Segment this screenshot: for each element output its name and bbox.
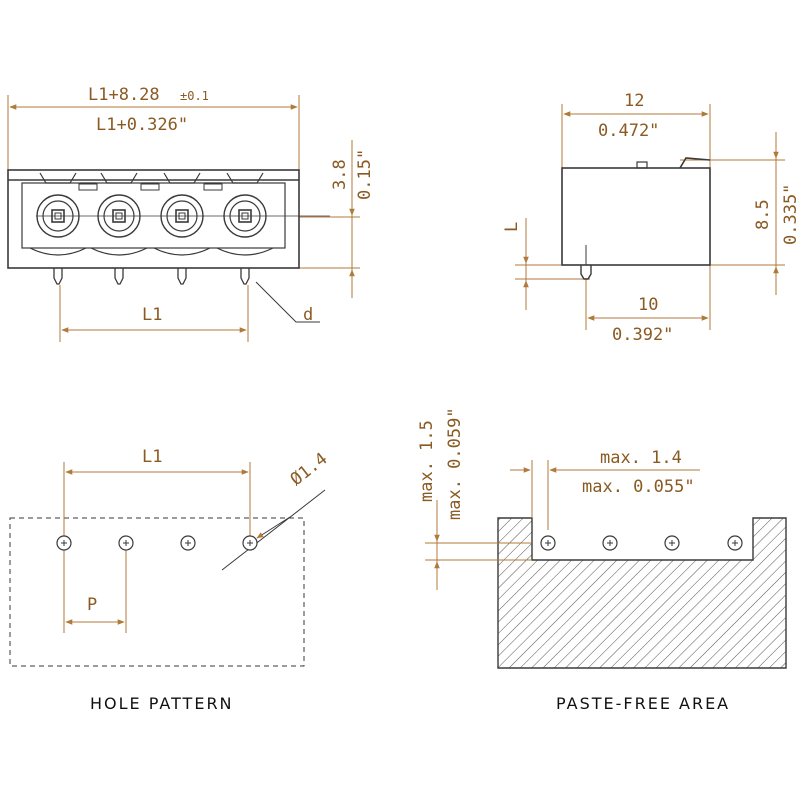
paste-h-in: max. 0.055" (582, 477, 695, 497)
clamp-bottom-arc (216, 247, 274, 256)
clamp-top-tab (39, 172, 77, 184)
hole-pitch-label: P (87, 595, 97, 615)
clamp-bottom-arc (90, 247, 148, 256)
overall-tolerance: ±0.1 (180, 89, 209, 103)
height-in: 0.15" (355, 149, 375, 200)
pin-leader-line (255, 281, 320, 323)
hole-pattern-board-outline (9, 517, 305, 667)
pin (240, 268, 250, 285)
pin-length-label: L (502, 222, 522, 232)
paste-hole-group (540, 535, 743, 551)
paste-free-caption: PASTE-FREE AREA (556, 694, 730, 713)
hole-span-label: L1 (142, 447, 162, 467)
side-base-in: 0.392" (612, 325, 673, 345)
clamp-top-tab (163, 172, 201, 184)
side-base-mm: 10 (638, 295, 658, 315)
side-width-in: 0.472" (598, 121, 659, 141)
paste-hole-cross-icon (545, 540, 551, 546)
pin-label: d (303, 305, 313, 325)
partition-block (78, 183, 98, 191)
hole-diameter-label: Ø1.4 (287, 449, 332, 490)
side-housing (561, 157, 711, 266)
paste-hole-cross-icon (732, 540, 738, 546)
partition-block (140, 183, 160, 191)
partition-block (203, 183, 223, 191)
hole-cross-icon (123, 540, 129, 546)
clamp-bottom-arc (29, 247, 87, 256)
paste-free-hatched-area (497, 517, 787, 669)
overall-length-in: L1+0.326" (96, 115, 188, 135)
clamp-top-tab (100, 172, 138, 184)
side-height-mm: 8.5 (753, 199, 773, 230)
hole-diameter-leader (221, 489, 326, 571)
paste-free-view: max. 1.4 max. 0.055" max. 1.5 max. 0.059… (417, 407, 787, 713)
side-pin (580, 265, 592, 280)
paste-hole-cross-icon (669, 540, 675, 546)
paste-v-in: max. 0.059" (445, 407, 465, 520)
pin (114, 268, 124, 285)
paste-h-mm: max. 1.4 (600, 448, 682, 468)
pin (177, 268, 187, 285)
paste-v-mm: max. 1.5 (417, 420, 437, 502)
clamp-bottom-arc (153, 247, 211, 256)
overall-length-mm: L1+8.28 (88, 85, 160, 105)
pin (53, 268, 63, 285)
pitch-span-label: L1 (142, 305, 162, 325)
hole-cross-icon (61, 540, 67, 546)
front-view: L1+8.28 ±0.1 L1+0.326" L1 d 3.8 0.15" (7, 85, 375, 342)
hole-diameter-arrow (256, 516, 291, 539)
hole-pattern-caption: HOLE PATTERN (90, 694, 234, 713)
hole-group (56, 535, 258, 551)
side-height-in: 0.335" (781, 184, 800, 245)
side-width-mm: 12 (624, 91, 644, 111)
clamp-group (29, 172, 330, 285)
height-mm: 3.8 (330, 159, 350, 190)
paste-hole-cross-icon (607, 540, 613, 546)
hole-cross-icon (185, 540, 191, 546)
side-view: 12 0.472" 10 0.392" 8.5 0.335" L (502, 91, 800, 345)
clamp-top-tab (226, 172, 264, 184)
hole-cross-icon (247, 540, 253, 546)
connector-housing (7, 169, 300, 269)
hole-pattern-view: L1 P Ø1.4 HOLE PATTERN (9, 447, 332, 713)
